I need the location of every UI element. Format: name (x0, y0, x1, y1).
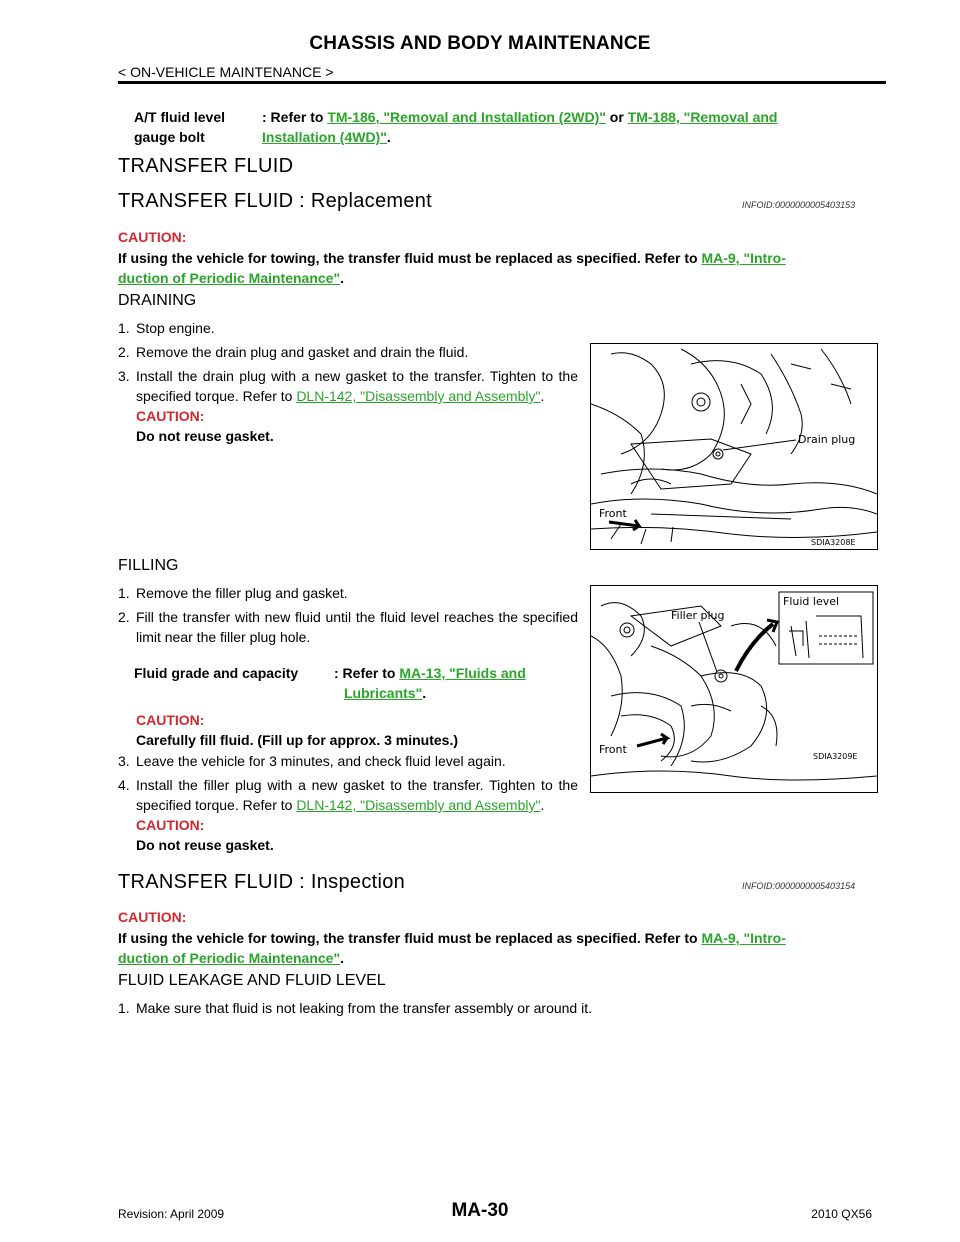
link-dln-142[interactable]: DLN-142, "Disassembly and Assembly" (296, 388, 541, 404)
inspection-infoid: INFOID:0000000005403154 (742, 881, 856, 891)
link-ma-9-2[interactable]: MA-9, "Intro- (701, 930, 786, 946)
drain-plug-label: Drain plug (798, 433, 855, 446)
inspection-heading: TRANSFER FLUID : Inspection (118, 871, 406, 893)
footer-page-number: MA-30 (451, 1200, 509, 1221)
front-arrow-icon-2 (636, 732, 671, 748)
fluid-level-inset (778, 591, 874, 665)
filling-step-4: 4. Install the filler plug with a new ga… (118, 777, 578, 853)
link-ma-9-cont[interactable]: duction of Periodic Maintenance" (118, 270, 341, 286)
fluid-level-label: Fluid level (783, 595, 839, 608)
replacement-heading: TRANSFER FLUID : Replacement (118, 190, 433, 212)
link-tm-188[interactable]: TM-188, "Removal and (627, 109, 778, 125)
front-label-2: Front (599, 743, 628, 756)
front-arrow-icon (608, 519, 643, 532)
at-gauge-reference: : Refer to TM-186, "Removal and Installa… (262, 109, 778, 145)
inspection-caution-towing: If using the vehicle for towing, the tra… (118, 930, 786, 966)
link-ma-9-2-cont[interactable]: duction of Periodic Maintenance" (118, 950, 341, 966)
draining-caution-label: CAUTION: (136, 408, 205, 424)
page-title: CHASSIS AND BODY MAINTENANCE (309, 33, 651, 54)
filling-step-2: 2. Fill the transfer with new fluid unti… (118, 609, 578, 645)
link-tm-188-cont[interactable]: Installation (4WD)" (262, 129, 387, 145)
caution-towing: If using the vehicle for towing, the tra… (118, 250, 786, 286)
filling-step-3: 3. Leave the vehicle for 3 minutes, and … (118, 753, 506, 769)
fill-arrow-icon (734, 622, 775, 672)
footer-revision: Revision: April 2009 (118, 1207, 225, 1221)
replacement-infoid: INFOID:0000000005403153 (742, 200, 856, 210)
fluid-leakage-heading: FLUID LEAKAGE AND FLUID LEVEL (118, 972, 386, 989)
filler-plug-label: Filler plug (671, 609, 724, 622)
figure-filler-plug: Filler plug Fluid level Front SDIA3209E (590, 585, 878, 793)
draining-caution-text: Do not reuse gasket. (136, 428, 274, 444)
header-rule (118, 81, 886, 84)
fluid-grade-label: Fluid grade and capacity (134, 665, 299, 681)
filler-plug-illustration: Filler plug Fluid level Front SDIA3209E (591, 591, 877, 781)
inspection-caution-label: CAUTION: (118, 909, 187, 925)
link-ma-13[interactable]: MA-13, "Fluids and (399, 665, 526, 681)
filling-caution: CAUTION: Carefully fill fluid. (Fill up … (136, 712, 459, 748)
figure2-code: SDIA3209E (813, 752, 857, 761)
draining-step-1: 1. Stop engine. (118, 320, 215, 336)
filling-heading: FILLING (118, 557, 179, 574)
inspection-step-1: 1. Make sure that fluid is not leaking f… (118, 1000, 592, 1016)
filling-step-1: 1. Remove the filler plug and gasket. (118, 585, 348, 601)
at-gauge-label: A/T fluid level gauge bolt (134, 109, 226, 145)
figure1-code: SDIA3208E (811, 538, 855, 547)
front-label-1: Front (599, 507, 628, 520)
link-tm-186[interactable]: TM-186, "Removal and Installation (2WD)" (327, 109, 606, 125)
page-subtitle: < ON-VEHICLE MAINTENANCE > (118, 64, 334, 80)
figure-drain-plug: Drain plug Front SDIA3208E (590, 343, 878, 550)
draining-step-3: 3. Install the drain plug with a new gas… (118, 368, 578, 444)
caution-label: CAUTION: (118, 229, 187, 245)
draining-heading: DRAINING (118, 292, 197, 309)
fluid-grade-reference: : Refer to MA-13, "Fluids and Lubricants… (334, 665, 526, 701)
footer-model: 2010 QX56 (811, 1207, 872, 1221)
drain-plug-illustration: Drain plug Front SDIA3208E (591, 348, 877, 547)
link-ma-9[interactable]: MA-9, "Intro- (701, 250, 786, 266)
draining-step-2: 2. Remove the drain plug and gasket and … (118, 344, 469, 360)
section-title: TRANSFER FLUID (118, 155, 294, 177)
link-ma-13-cont[interactable]: Lubricants" (344, 685, 423, 701)
link-dln-142-2[interactable]: DLN-142, "Disassembly and Assembly" (296, 797, 541, 813)
